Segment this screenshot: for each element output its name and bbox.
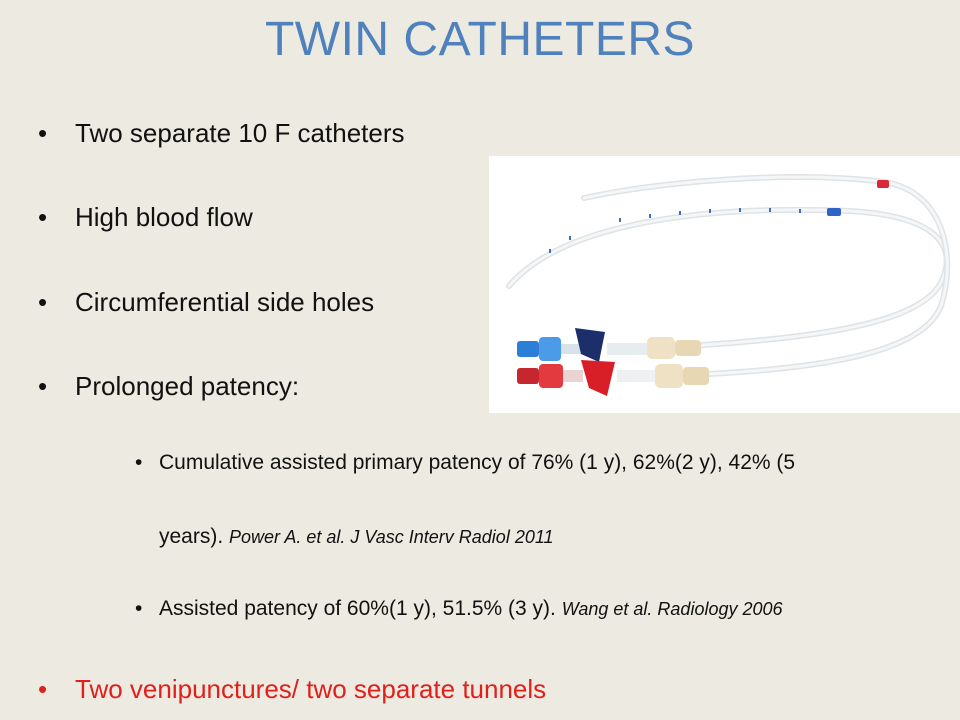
catheter-illustration xyxy=(489,156,960,413)
bullet-marker: • xyxy=(38,674,48,704)
slide-title: TWIN CATHETERS xyxy=(264,13,696,66)
sub-bullet-marker: • xyxy=(135,597,143,620)
bullet-marker: • xyxy=(38,202,48,232)
bullet-text: Two separate 10 F catheters xyxy=(75,118,405,148)
sub-bullet-text: years). xyxy=(159,525,224,548)
sub-bullet-text: Assisted patency of 60%(1 y), 51.5% (3 y… xyxy=(159,597,556,620)
citation: Power A. et al. J Vasc Interv Radiol 201… xyxy=(229,527,554,547)
citation: Wang et al. Radiology 2006 xyxy=(561,599,783,619)
bullet-text: Prolonged patency: xyxy=(75,371,300,401)
bullet-marker: • xyxy=(38,118,48,148)
bullet-marker: • xyxy=(38,371,48,401)
bullet-text: Two venipunctures/ two separate tunnels xyxy=(75,674,547,704)
catheter-photo xyxy=(489,156,960,413)
bullet-text: Circumferential side holes xyxy=(75,287,375,317)
bullet-text: High blood flow xyxy=(75,202,253,232)
sub-bullet-marker: • xyxy=(135,451,143,474)
sub-bullet-text: Cumulative assisted primary patency of 7… xyxy=(159,451,796,474)
bullet-marker: • xyxy=(38,287,48,317)
